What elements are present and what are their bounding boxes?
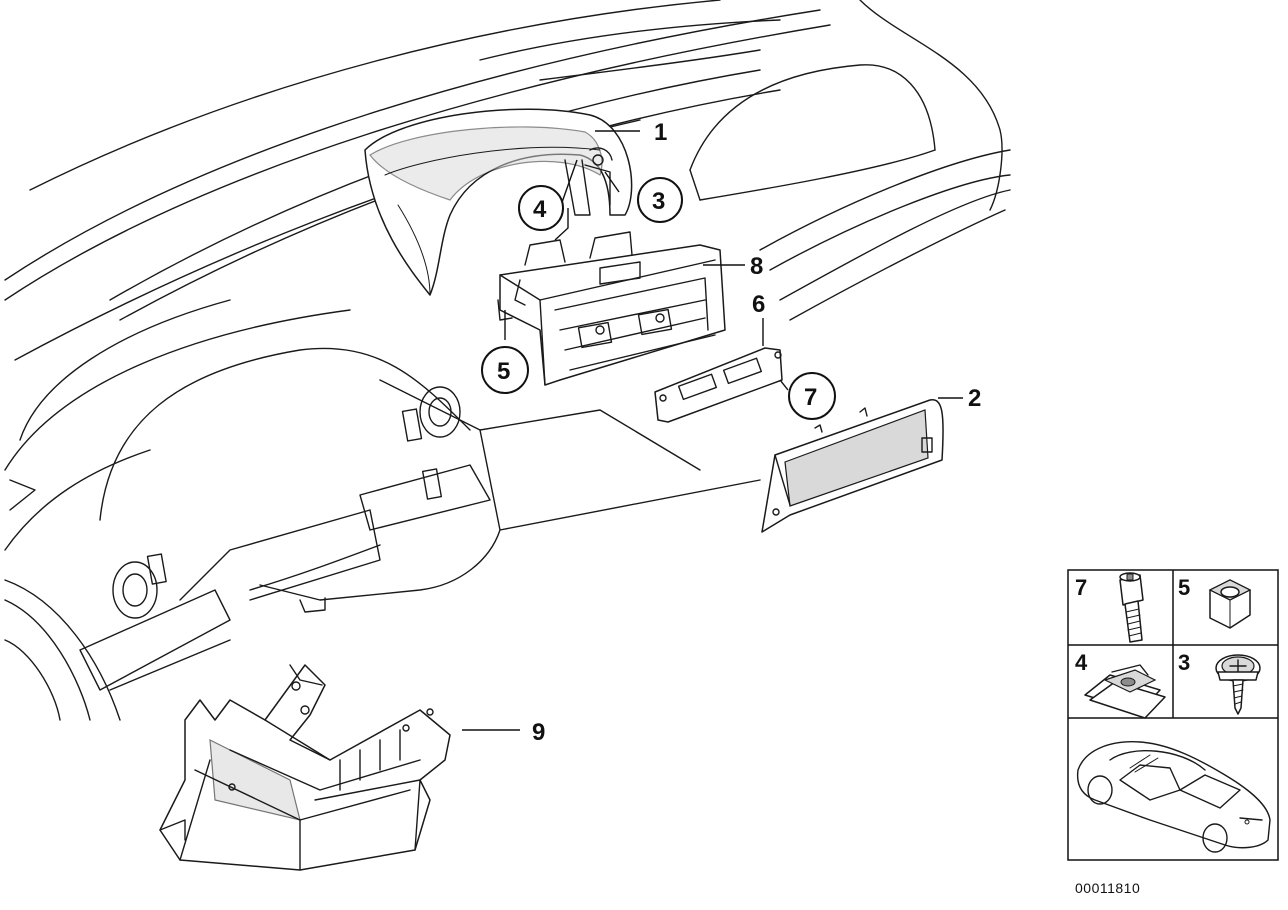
callout-9: 9 <box>532 719 545 746</box>
leader-lines <box>462 130 963 731</box>
callout-7: 7 <box>804 384 817 411</box>
car-location-icon <box>1076 741 1271 853</box>
callout-6: 6 <box>752 291 765 318</box>
lower-bracket-part <box>159 664 451 871</box>
callout-8: 8 <box>750 253 763 280</box>
callout-3: 3 <box>652 188 665 215</box>
diagram-code: 00011810 <box>1075 880 1140 896</box>
callout-4-bubble: 4 <box>518 185 564 231</box>
cluster-cover-part <box>364 108 633 296</box>
mounting-plate-part <box>654 347 783 423</box>
screw-icon <box>1215 654 1261 715</box>
cluster-carrier-part <box>497 231 726 386</box>
hex-nut-icon <box>1208 579 1252 629</box>
callout-5-bubble: 5 <box>481 346 529 394</box>
legend-label-4: 4 <box>1075 650 1088 675</box>
legend-label-7: 7 <box>1075 575 1087 600</box>
legend-label-3: 3 <box>1178 650 1190 675</box>
callout-3-bubble: 3 <box>637 177 683 223</box>
display-frame-part <box>761 399 944 533</box>
fastener-legend: 7 5 4 3 <box>1067 569 1279 861</box>
callout-4: 4 <box>533 196 547 223</box>
callout-7-bubble: 7 <box>788 372 836 420</box>
callout-2: 2 <box>968 385 981 412</box>
clip-nut-icon <box>1084 664 1166 719</box>
bolt-icon <box>1119 572 1144 643</box>
legend-label-5: 5 <box>1178 575 1190 600</box>
callout-1: 1 <box>654 119 667 146</box>
callout-5: 5 <box>497 358 510 385</box>
